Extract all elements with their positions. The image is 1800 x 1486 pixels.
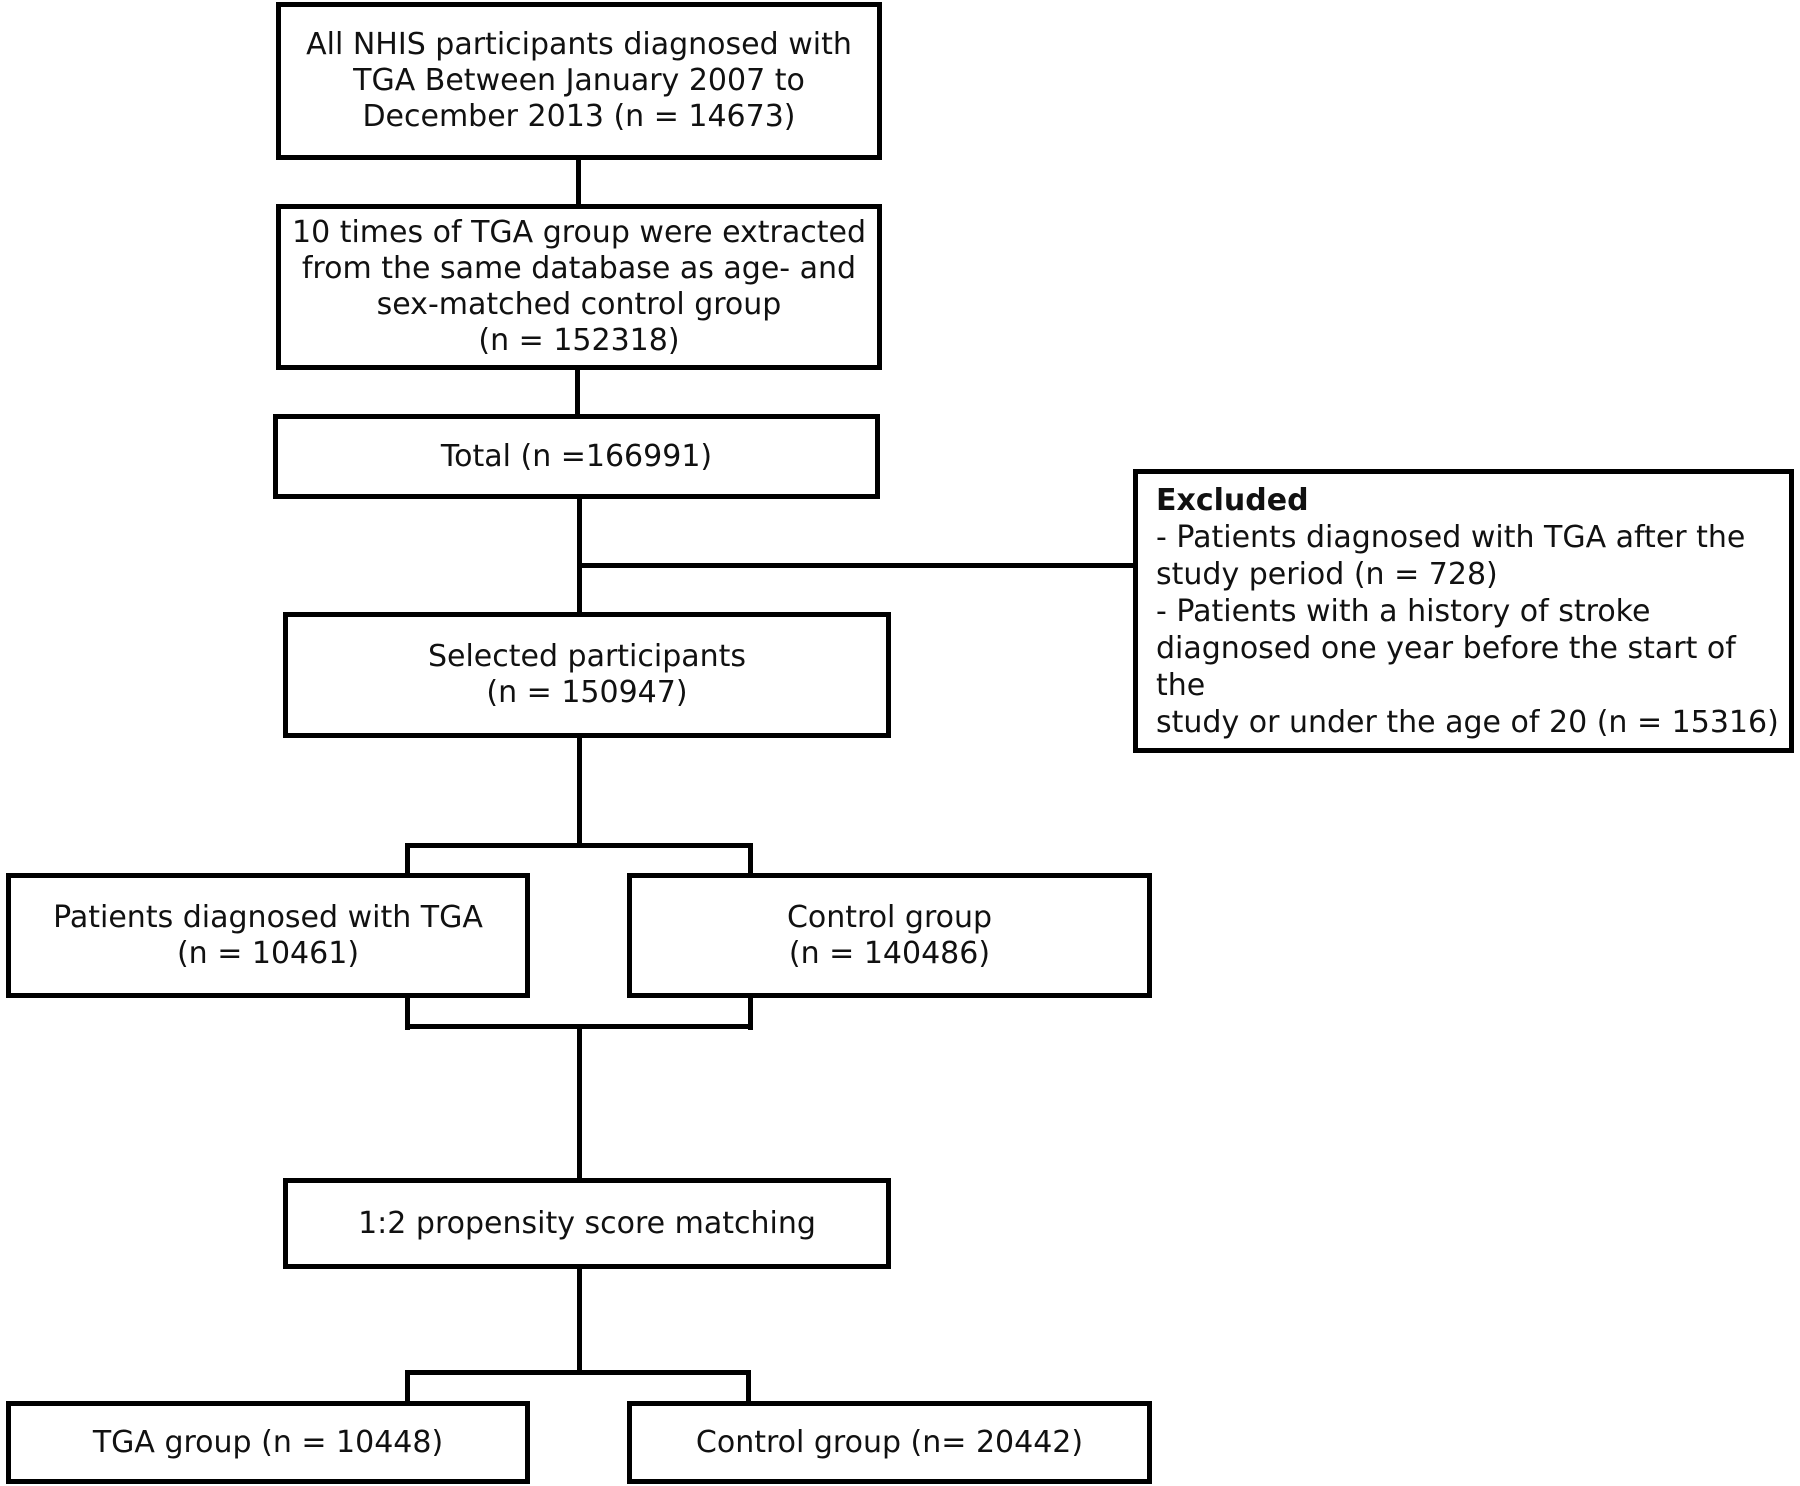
propensity-score-matching-box: 1:2 propensity score matching [283, 1178, 891, 1269]
box-text-line: (n = 150947) [486, 675, 688, 710]
split-bracket-line [748, 843, 753, 878]
box-text-line: 1:2 propensity score matching [358, 1205, 816, 1241]
box-text-line: 10 times of TGA group were extracted [292, 215, 866, 250]
excluded-title: Excluded [1156, 482, 1309, 518]
box-text-line: December 2013 (n = 14673) [362, 99, 796, 134]
exclusion-branch-line [577, 563, 1135, 568]
box-text-line: - Patients with a history of stroke [1156, 593, 1651, 629]
matched-control-extraction-box: 10 times of TGA group were extracted fro… [276, 204, 882, 370]
box-text-line: TGA Between January 2007 to [353, 63, 805, 98]
box-text-line: study period (n = 728) [1156, 556, 1498, 592]
tga-patients-box: Patients diagnosed with TGA (n = 10461) [6, 873, 530, 998]
box-text-line: - Patients diagnosed with TGA after the [1156, 519, 1746, 555]
all-nhis-participants-box: All NHIS participants diagnosed with TGA… [276, 2, 882, 160]
control-group-box: Control group (n = 140486) [627, 873, 1152, 998]
final-split-bracket-line [746, 1370, 751, 1407]
split-bracket-line [405, 843, 753, 848]
box-text-line: Total (n =166991) [440, 438, 713, 474]
final-split-bracket-line [405, 1370, 410, 1407]
excluded-box: Excluded - Patients diagnosed with TGA a… [1133, 469, 1794, 753]
merge-bracket-line [748, 995, 753, 1030]
connector-line [577, 736, 582, 845]
box-text-line: diagnosed one year before the start of t… [1156, 630, 1736, 703]
connector-line [576, 157, 581, 207]
connector-line [575, 367, 580, 417]
box-text-line: Control group (n= 20442) [695, 1424, 1084, 1460]
box-text-line: All NHIS participants diagnosed with [306, 27, 852, 62]
box-text-line: study or under the age of 20 (n = 15316) [1156, 704, 1779, 740]
connector-line [577, 1265, 582, 1374]
total-box: Total (n =166991) [273, 414, 880, 499]
connector-line [577, 496, 582, 614]
split-bracket-line [405, 843, 410, 878]
connector-line [577, 1024, 582, 1182]
tga-group-final-box: TGA group (n = 10448) [6, 1401, 530, 1484]
box-text-line: sex-matched control group [376, 287, 782, 322]
final-split-bracket-line [405, 1370, 751, 1375]
selected-participants-box: Selected participants (n = 150947) [283, 612, 891, 738]
box-text-line: (n = 140486) [788, 935, 991, 971]
box-text-line: TGA group (n = 10448) [92, 1424, 444, 1460]
control-group-final-box: Control group (n= 20442) [627, 1401, 1152, 1484]
box-text-line: (n = 152318) [478, 323, 680, 358]
box-text-line: Selected participants [427, 639, 747, 674]
box-text-line: Control group [786, 899, 993, 935]
box-text-line: from the same database as age- and [301, 251, 857, 286]
merge-bracket-line [405, 995, 410, 1030]
box-text-line: Patients diagnosed with TGA [53, 899, 483, 935]
box-text-line: (n = 10461) [176, 935, 360, 971]
